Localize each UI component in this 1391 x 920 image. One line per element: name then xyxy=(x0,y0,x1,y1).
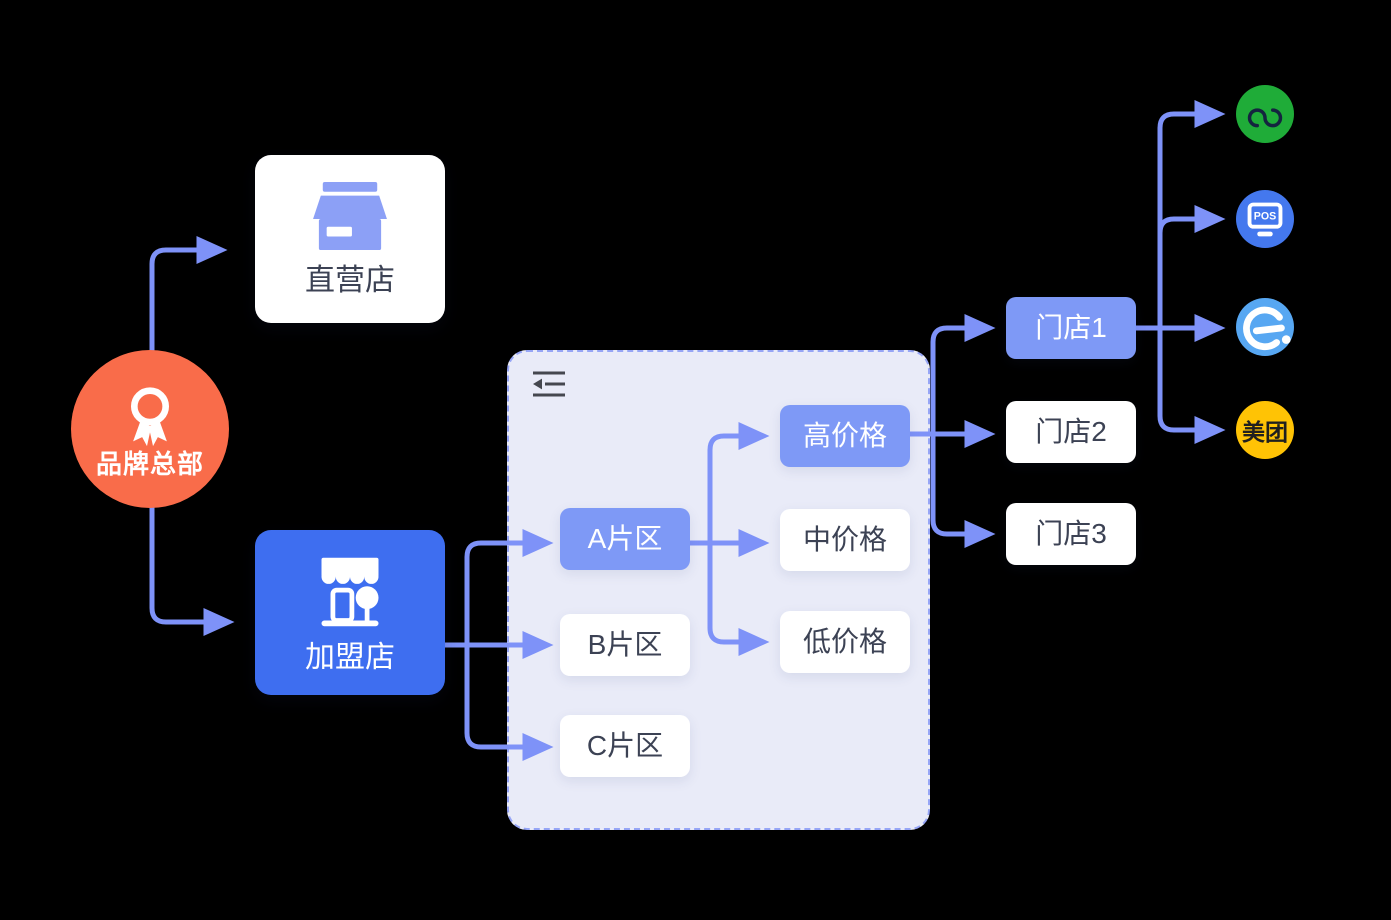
region-b-button[interactable]: B片区 xyxy=(560,614,690,676)
award-medal-icon xyxy=(130,387,170,447)
direct-store-card[interactable]: 直营店 xyxy=(255,155,445,323)
store-3-button[interactable]: 门店3 xyxy=(1006,503,1136,565)
franchise-store-label: 加盟店 xyxy=(305,640,395,674)
storefront-icon xyxy=(313,182,387,251)
connector-store1-to-pos xyxy=(1157,205,1226,331)
hq-node[interactable]: 品牌总部 xyxy=(71,350,229,508)
hq-label: 品牌总部 xyxy=(95,449,204,479)
price-high-button[interactable]: 高价格 xyxy=(780,405,910,467)
connector-price-high-to-store-3 xyxy=(930,431,996,549)
connector-price-high-to-store-1 xyxy=(930,314,996,437)
wechat-mini-program-icon xyxy=(1247,108,1283,128)
connector-store1-to-meituan xyxy=(1157,325,1226,445)
region-c-label: C片区 xyxy=(586,730,664,761)
platform-eleme[interactable] xyxy=(1236,298,1294,356)
store-1-label: 门店1 xyxy=(1035,312,1107,343)
store-2-label: 门店2 xyxy=(1035,416,1107,447)
connector-store1-to-wechat xyxy=(1157,100,1226,331)
platform-wechat-mini-program[interactable] xyxy=(1236,85,1294,143)
eleme-icon xyxy=(1243,306,1291,351)
outdent-icon[interactable] xyxy=(531,370,567,398)
region-a-label: A片区 xyxy=(587,523,663,554)
price-mid-button[interactable]: 中价格 xyxy=(780,509,910,571)
store-3-label: 门店3 xyxy=(1035,518,1107,549)
pos-terminal-icon: POS xyxy=(1247,202,1283,237)
meituan-logo: 美团 xyxy=(1242,419,1288,445)
franchise-store-card[interactable]: 加盟店 xyxy=(255,530,445,695)
price-mid-label: 中价格 xyxy=(802,524,887,555)
price-high-label: 高价格 xyxy=(802,420,887,451)
region-b-label: B片区 xyxy=(587,629,663,660)
platform-pos-terminal[interactable]: POS xyxy=(1236,190,1294,248)
price-low-button[interactable]: 低价格 xyxy=(780,611,910,673)
direct-store-label: 直营店 xyxy=(305,264,395,297)
pos-label: POS xyxy=(1254,210,1276,222)
platform-meituan[interactable]: 美团 xyxy=(1236,401,1294,459)
franchise-shop-icon xyxy=(321,557,379,626)
region-c-button[interactable]: C片区 xyxy=(560,715,690,777)
store-2-button[interactable]: 门店2 xyxy=(1006,401,1136,463)
price-low-label: 低价格 xyxy=(802,626,887,657)
region-a-button[interactable]: A片区 xyxy=(560,508,690,570)
store-1-button[interactable]: 门店1 xyxy=(1006,297,1136,359)
